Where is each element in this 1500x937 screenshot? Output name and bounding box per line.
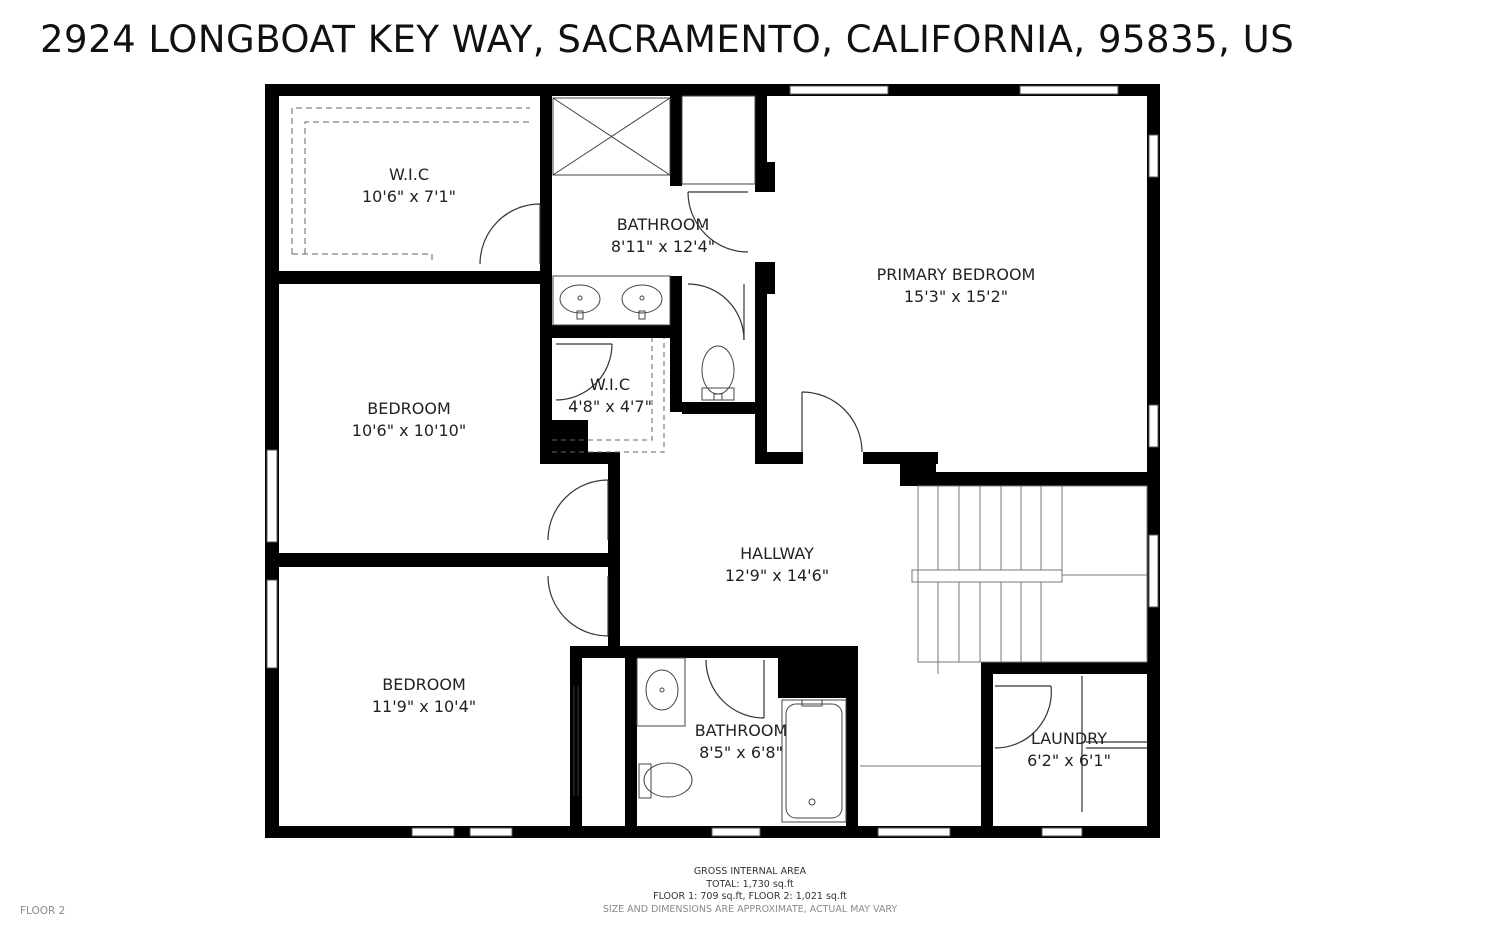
room-name: LAUNDRY <box>1031 729 1107 748</box>
room-dims: 12'9" x 14'6" <box>725 566 829 585</box>
room-name: W.I.C <box>389 165 429 184</box>
double-vanity <box>552 275 671 326</box>
room-dims: 6'2" x 6'1" <box>1027 751 1111 770</box>
property-address: 2924 LONGBOAT KEY WAY, SACRAMENTO, CALIF… <box>40 18 1295 61</box>
room-dims: 10'6" x 7'1" <box>362 187 456 206</box>
area-total: TOTAL: 1,730 sq.ft <box>706 878 794 890</box>
room-dims: 4'8" x 4'7" <box>568 397 652 416</box>
windows <box>266 85 1159 837</box>
closet-shelf-small <box>552 338 665 453</box>
bathtub <box>781 699 847 823</box>
stairs <box>860 485 1148 767</box>
area-summary: GROSS INTERNAL AREA TOTAL: 1,730 sq.ft F… <box>520 866 980 916</box>
area-heading: GROSS INTERNAL AREA <box>693 866 807 877</box>
doors <box>479 191 1147 812</box>
lower-vanity <box>636 657 686 727</box>
room-name: HALLWAY <box>740 544 814 563</box>
interior-walls <box>279 96 1160 826</box>
room-dims: 8'5" x 6'8" <box>699 743 783 762</box>
room-dims: 10'6" x 10'10" <box>352 421 466 440</box>
area-disclaimer: SIZE AND DIMENSIONS ARE APPROXIMATE, ACT… <box>602 903 898 915</box>
toilet-lower <box>638 762 693 799</box>
floor-label: FLOOR 2 <box>20 905 66 917</box>
area-floors: FLOOR 1: 709 sq.ft, FLOOR 2: 1,021 sq.ft <box>653 891 847 902</box>
closet-shelf <box>291 107 530 264</box>
room-name: BATHROOM <box>617 215 710 234</box>
room-dims: 15'3" x 15'2" <box>904 287 1008 306</box>
room-name: BEDROOM <box>367 399 451 418</box>
bath-closet <box>681 95 756 185</box>
toilet-upper <box>701 345 735 401</box>
shower <box>552 97 671 176</box>
room-dims: 11'9" x 10'4" <box>372 697 476 716</box>
room-name: BEDROOM <box>382 675 466 694</box>
room-name: BATHROOM <box>695 721 788 740</box>
room-dims: 8'11" x 12'4" <box>611 237 715 256</box>
room-labels: W.I.C 10'6" x 7'1" BATHROOM 8'11" x 12'4… <box>352 165 1111 770</box>
room-name: W.I.C <box>590 375 630 394</box>
room-name: PRIMARY BEDROOM <box>877 265 1036 284</box>
